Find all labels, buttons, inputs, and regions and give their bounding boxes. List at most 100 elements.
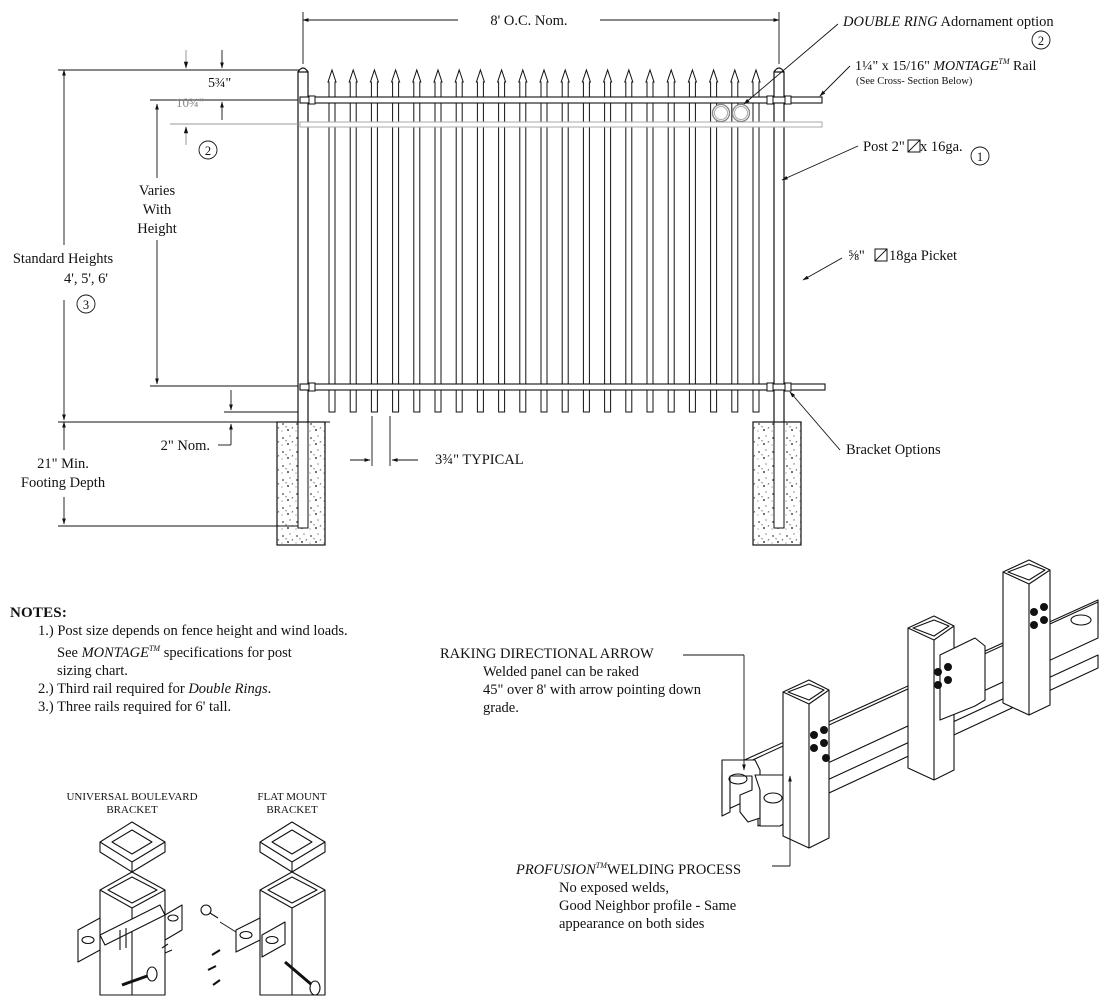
- rail-suffix: Rail: [1010, 59, 1037, 74]
- profusion-line-2: Good Neighbor profile - Same: [559, 897, 737, 914]
- picket: [645, 68, 655, 413]
- bottom-rail: [299, 383, 826, 391]
- raking-leader: [683, 654, 746, 771]
- rail-brackets: [308, 95, 792, 392]
- post-suffix: x 16ga.: [920, 139, 963, 155]
- raking-line-2: 45" over 8' with arrow pointing down: [483, 682, 701, 698]
- picket: [475, 68, 486, 413]
- oc-label: 8' O.C. Nom.: [490, 13, 567, 29]
- raking-line-1: Welded panel can be raked: [483, 664, 639, 680]
- notes-heading: NOTES:: [10, 605, 68, 621]
- rail-brand: MONTAGE: [932, 59, 999, 74]
- dim-footing-depth: 21" Min. Footing Depth: [21, 421, 298, 527]
- pickets-group: [327, 68, 761, 413]
- bracket-options-label: Bracket Options: [846, 442, 941, 458]
- circle-2-right: 2: [1038, 34, 1044, 48]
- rail-tm: TM: [998, 57, 1010, 66]
- note-2: 2.) Third rail required for Double Rings…: [38, 680, 272, 697]
- picket: [730, 68, 740, 413]
- picket: [539, 68, 549, 413]
- callout-double-ring: DOUBLE RING Adornament option 2: [743, 14, 1054, 105]
- dim-varies: Varies With Height: [137, 103, 298, 387]
- footing-left: [276, 421, 326, 546]
- top-spike-label: 5¾": [208, 76, 231, 91]
- picket: [327, 68, 337, 413]
- ring-rail: [299, 121, 823, 128]
- dim-standard-heights: Standard Heights 4', 5', 6' 3: [13, 69, 150, 421]
- profusion-leader: [772, 775, 792, 867]
- rail-fraction: 15/16": [892, 59, 933, 74]
- profusion-line-3: appearance on both sides: [559, 915, 705, 932]
- picket: [348, 68, 358, 413]
- picket: [390, 68, 401, 413]
- note-1-line-2: See MONTAGETM specifications for post: [57, 644, 292, 661]
- flat-bracket-detail: [200, 821, 326, 996]
- picket-prefix: ⅝": [848, 248, 865, 264]
- picket: [624, 68, 634, 413]
- raking-line-3: grade.: [483, 700, 519, 716]
- picket: [751, 68, 761, 413]
- isometric-rail-section: [721, 559, 1099, 849]
- picket-suffix: 18ga Picket: [889, 248, 957, 264]
- flat-bracket-title-2: BRACKET: [266, 804, 318, 816]
- picket: [708, 68, 719, 413]
- note-1-line-3: sizing chart.: [57, 662, 128, 679]
- universal-bracket-title-2: BRACKET: [106, 804, 158, 816]
- double-ring-rest: Adornament option: [938, 14, 1055, 30]
- post-right: [773, 67, 785, 423]
- varies-line-3: Height: [137, 221, 176, 237]
- universal-bracket-detail: [77, 821, 183, 996]
- picket: [412, 68, 422, 413]
- footing-right: [752, 421, 802, 546]
- picket: [666, 68, 676, 413]
- picket: [518, 68, 528, 413]
- circle-1: 1: [977, 150, 983, 164]
- svg-text:Post 2": Post 2": [863, 139, 905, 155]
- double-ring-italic: DOUBLE RING: [842, 14, 938, 30]
- callout-picket: ⅝" 18ga Picket: [802, 248, 957, 281]
- picket: [687, 68, 698, 413]
- isometric-bolts: [810, 603, 1048, 762]
- profusion-line-1: No exposed welds,: [559, 879, 669, 896]
- picket: [560, 68, 570, 413]
- note-1-line-1: 1.) Post size depends on fence height an…: [38, 623, 348, 639]
- universal-bracket-title-1: UNIVERSAL BOULEVARD: [66, 791, 197, 803]
- callout-bracket-options: Bracket Options: [789, 391, 941, 458]
- standard-heights-line-1: Standard Heights: [13, 251, 114, 267]
- callout-rail: 1¼" x 15/16" MONTAGETM Rail (See Cross- …: [819, 57, 1036, 97]
- picket: [454, 68, 464, 413]
- picket: [496, 68, 507, 413]
- post-label: Post 2": [863, 139, 905, 155]
- notes-section: NOTES: 1.) Post size depends on fence he…: [10, 604, 430, 716]
- note-3: 3.) Three rails required for 6' tall.: [38, 698, 232, 715]
- profusion-callout: PROFUSIONTMWELDING PROCESS No exposed we…: [516, 857, 741, 933]
- dim-ring-gap: 10¾" 2: [170, 95, 298, 160]
- raking-title: RAKING DIRECTIONAL ARROW: [440, 646, 654, 662]
- svg-text:DOUBLE RING Adornament option: DOUBLE RING Adornament option: [842, 14, 1054, 30]
- ring-gap-label: 10¾": [176, 95, 204, 110]
- picket: [369, 68, 380, 413]
- footing-line-1: 21" Min.: [37, 456, 89, 472]
- footing-line-2: Footing Depth: [21, 475, 106, 491]
- dim-oc: 8' O.C. Nom.: [302, 12, 780, 64]
- dim-picket-spacing: 3¾" TYPICAL: [350, 416, 524, 468]
- picket: [581, 68, 592, 413]
- rail-note: (See Cross- Section Below): [856, 76, 973, 87]
- varies-line-2: With: [143, 202, 172, 218]
- ground-gap-label: 2" Nom.: [161, 438, 210, 454]
- flat-bracket-title-1: FLAT MOUNT: [257, 791, 326, 803]
- rail-prefix: 1¼" x: [855, 59, 892, 74]
- dim-top-spike: 5¾": [150, 50, 300, 120]
- circle-2-left: 2: [205, 144, 211, 158]
- picket: [602, 68, 613, 413]
- svg-text:1¼" x 15/16" MONTAGETM Rail: 1¼" x 15/16" MONTAGETM Rail: [855, 57, 1036, 74]
- circle-3: 3: [83, 298, 89, 312]
- standard-heights-line-2: 4', 5', 6': [64, 271, 108, 287]
- profusion-title: PROFUSIONTMWELDING PROCESS: [516, 861, 742, 878]
- picket: [433, 68, 443, 413]
- double-ring-adornment: [711, 103, 751, 123]
- varies-line-1: Varies: [139, 183, 176, 199]
- callout-post: Post 2" x 16ga. 1: [781, 139, 990, 181]
- top-rail: [299, 96, 823, 104]
- picket-spacing-label: 3¾" TYPICAL: [435, 452, 524, 468]
